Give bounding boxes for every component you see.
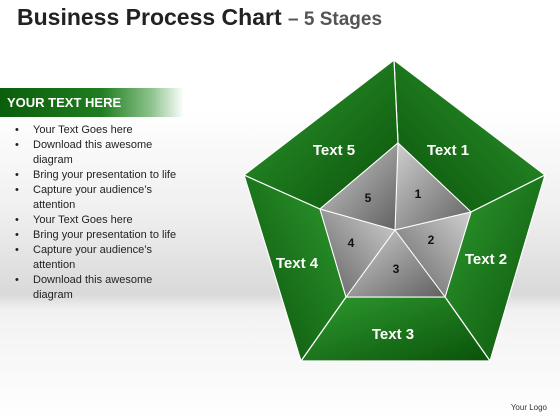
title-main: Business Process Chart xyxy=(17,4,282,30)
segment-label-5: Text 5 xyxy=(313,142,355,159)
segment-inner-5 xyxy=(319,142,399,231)
segment-number-2: 2 xyxy=(428,233,435,247)
segment-number-5: 5 xyxy=(365,191,372,205)
sidebar-heading-bar: YOUR TEXT HERE xyxy=(0,88,184,117)
bullet-item-7: Capture your audience’s attention xyxy=(15,243,180,273)
segment-number-3: 3 xyxy=(393,262,400,276)
segment-label-3: Text 3 xyxy=(372,326,414,343)
bullet-item-1: Your Text Goes here xyxy=(15,123,180,138)
logo-text: Your Logo xyxy=(510,403,547,412)
segment-number-1: 1 xyxy=(415,187,422,201)
bullet-item-3: Bring your presentation to life xyxy=(15,168,180,183)
segment-label-4: Text 4 xyxy=(276,255,319,272)
bullet-item-2: Download this awesome diagram xyxy=(15,138,180,168)
bullet-item-5: Your Text Goes here xyxy=(15,213,180,228)
segment-label-2: Text 2 xyxy=(465,251,507,268)
bullet-item-6: Bring your presentation to life xyxy=(15,228,180,243)
page-title: Business Process Chart – 5 Stages xyxy=(17,4,382,31)
sidebar-heading: YOUR TEXT HERE xyxy=(7,95,122,110)
bullet-item-8: Download this awesome diagram xyxy=(15,273,180,303)
title-subtitle: – 5 Stages xyxy=(288,9,383,30)
segment-number-4: 4 xyxy=(348,236,355,250)
bullet-list: Your Text Goes here Download this awesom… xyxy=(15,123,180,303)
bullet-item-4: Capture your audience’s attention xyxy=(15,183,180,213)
segment-label-1: Text 1 xyxy=(427,142,469,159)
